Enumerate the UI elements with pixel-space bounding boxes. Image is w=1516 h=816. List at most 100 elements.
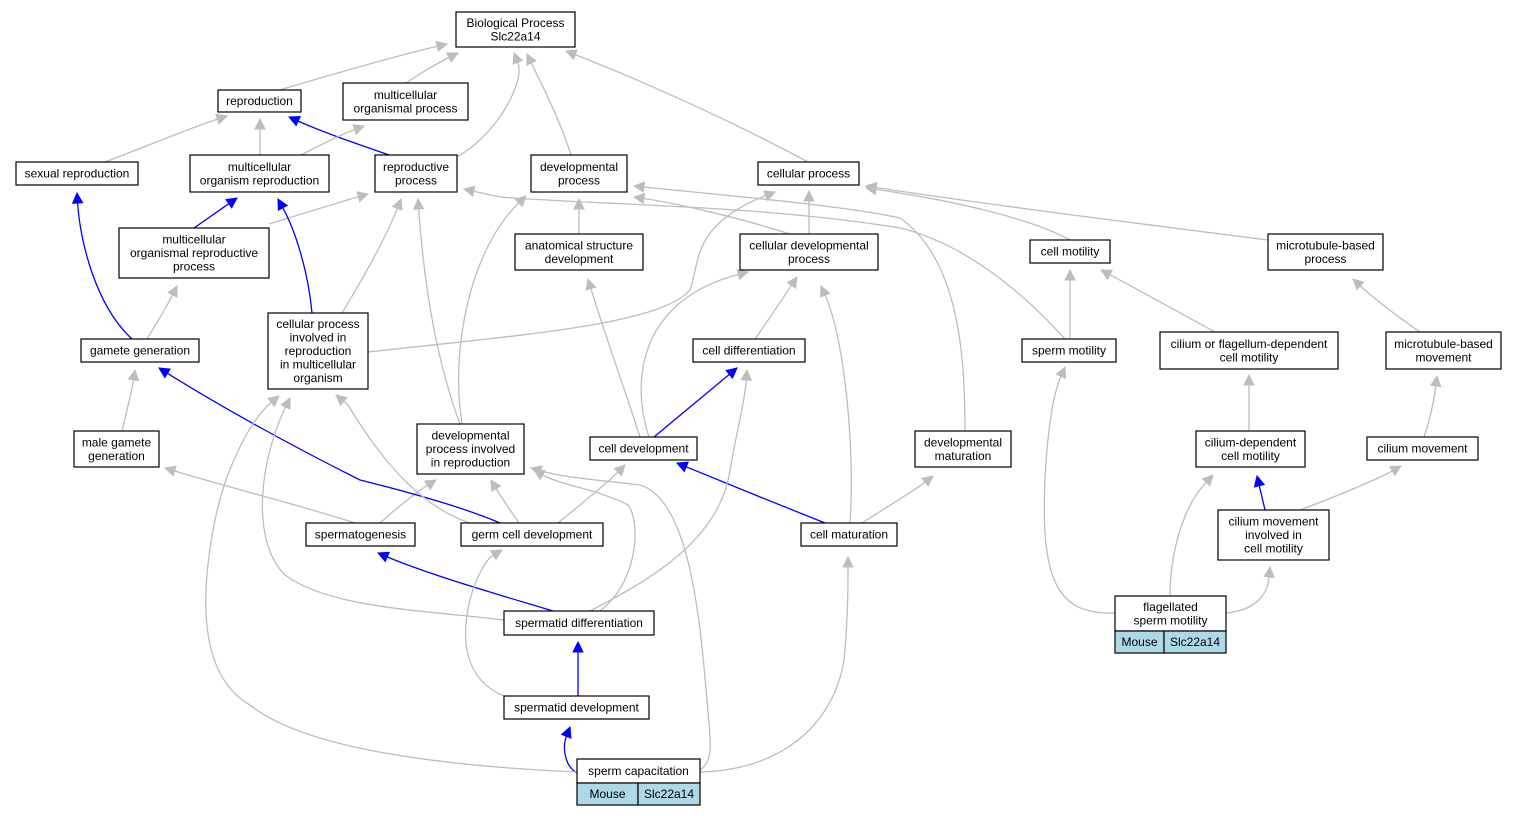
edge-line bbox=[457, 202, 520, 425]
annotation-cell-label: Slc22a14 bbox=[644, 787, 694, 801]
edge-arrowhead bbox=[736, 269, 750, 281]
node-label-line: reproduction bbox=[285, 344, 352, 358]
edge-arrowhead bbox=[435, 40, 449, 52]
node-box bbox=[1195, 430, 1306, 468]
edge-arrowhead bbox=[1429, 374, 1442, 388]
edge-gcd-to-gamgen bbox=[158, 367, 501, 524]
edge-devproc-to-bp bbox=[526, 52, 572, 156]
annotation-cell bbox=[637, 782, 701, 806]
edge-celldev-to-cdp bbox=[640, 269, 750, 438]
node-sexrep[interactable]: sexual reproduction bbox=[15, 161, 139, 186]
node-spermmot[interactable]: sperm motility bbox=[1021, 338, 1117, 363]
edge-arrowhead bbox=[675, 461, 689, 473]
edge-arrowhead bbox=[71, 191, 84, 204]
node-cilmov[interactable]: cilium movement bbox=[1366, 436, 1479, 461]
edge-line bbox=[1258, 485, 1266, 511]
edge-arrowhead bbox=[277, 198, 289, 212]
edge-arrowhead bbox=[564, 49, 578, 61]
node-gamgen[interactable]: gamete generation bbox=[80, 338, 200, 363]
node-box bbox=[1267, 233, 1384, 271]
node-box bbox=[514, 233, 644, 271]
node-celldiff[interactable]: cell differentiation bbox=[692, 338, 806, 363]
edge-arrowhead bbox=[1263, 565, 1275, 578]
edge-cellmot-to-cellproc bbox=[864, 183, 1071, 241]
edge-line bbox=[643, 197, 791, 235]
edge-cellmat-to-cdp bbox=[819, 284, 852, 524]
edge-arrowhead bbox=[376, 551, 390, 563]
edge-arrowhead bbox=[225, 197, 238, 209]
node-label-line: gamete generation bbox=[90, 344, 190, 358]
node-celldev[interactable]: cell development bbox=[589, 436, 698, 461]
node-cellmat[interactable]: cell maturation bbox=[800, 522, 898, 547]
edge-reproduction-to-bp bbox=[275, 40, 449, 92]
node-label-line: sperm motility bbox=[1032, 344, 1106, 358]
annotation-cell-label: Mouse bbox=[1121, 635, 1157, 649]
edge-line bbox=[386, 556, 554, 612]
node-box bbox=[1029, 239, 1111, 264]
edge-gcd-to-dpir bbox=[490, 479, 520, 524]
edge-line bbox=[174, 470, 356, 524]
node-label-line: process bbox=[1304, 252, 1346, 266]
edge-arrowhead bbox=[1243, 373, 1255, 386]
node-box bbox=[692, 338, 806, 363]
edge-gamgen-to-morp bbox=[146, 284, 178, 340]
node-box bbox=[1114, 595, 1227, 632]
edge-arrowhead bbox=[1388, 465, 1402, 477]
edge-line bbox=[589, 379, 747, 612]
edge-spermmot-to-cellmot bbox=[1064, 268, 1076, 339]
node-label-line: multicellular bbox=[162, 233, 225, 247]
edge-gcd-to-cpirmo bbox=[335, 394, 471, 524]
edges-layer bbox=[71, 40, 1442, 774]
node-spermato[interactable]: spermatogenesis bbox=[305, 522, 416, 547]
edge-arrowhead bbox=[560, 725, 572, 739]
edge-line bbox=[76, 202, 133, 340]
node-gcd[interactable]: germ cell development bbox=[460, 522, 604, 547]
node-box bbox=[1366, 436, 1479, 461]
node-label-line: cilium-dependent bbox=[1205, 435, 1297, 449]
node-label-line: developmental bbox=[540, 160, 618, 174]
node-cellmot[interactable]: cell motility bbox=[1029, 239, 1111, 264]
node-stdiff[interactable]: spermatid differentiation bbox=[503, 610, 655, 636]
annotation-cell bbox=[1163, 630, 1227, 654]
node-spcap[interactable]: sperm capacitation bbox=[576, 758, 701, 784]
edge-line bbox=[875, 186, 1269, 241]
edge-line bbox=[1109, 274, 1216, 333]
node-box bbox=[503, 695, 650, 720]
edge-cpirmo-to-mor bbox=[277, 198, 313, 314]
edge-line bbox=[685, 466, 826, 524]
edge-line bbox=[699, 566, 849, 773]
node-cellproc[interactable]: cellular process bbox=[757, 161, 860, 186]
edge-cellproc-to-bp bbox=[564, 49, 809, 163]
edge-cellmat-to-devmat bbox=[861, 475, 934, 524]
edge-arrowhead bbox=[740, 368, 753, 381]
edge-line bbox=[875, 188, 1071, 241]
node-reproduction[interactable]: reproduction bbox=[217, 89, 302, 113]
node-label-line: organism bbox=[293, 371, 342, 385]
node-stdev[interactable]: spermatid development bbox=[503, 695, 650, 720]
node-label-line: involved in bbox=[290, 331, 347, 345]
node-box bbox=[460, 522, 604, 547]
edge-celldev-to-asd bbox=[585, 277, 641, 438]
node-label-line: developmental bbox=[431, 429, 509, 443]
node-box bbox=[800, 522, 898, 547]
edge-spermmot-to-repproc bbox=[462, 185, 1066, 340]
